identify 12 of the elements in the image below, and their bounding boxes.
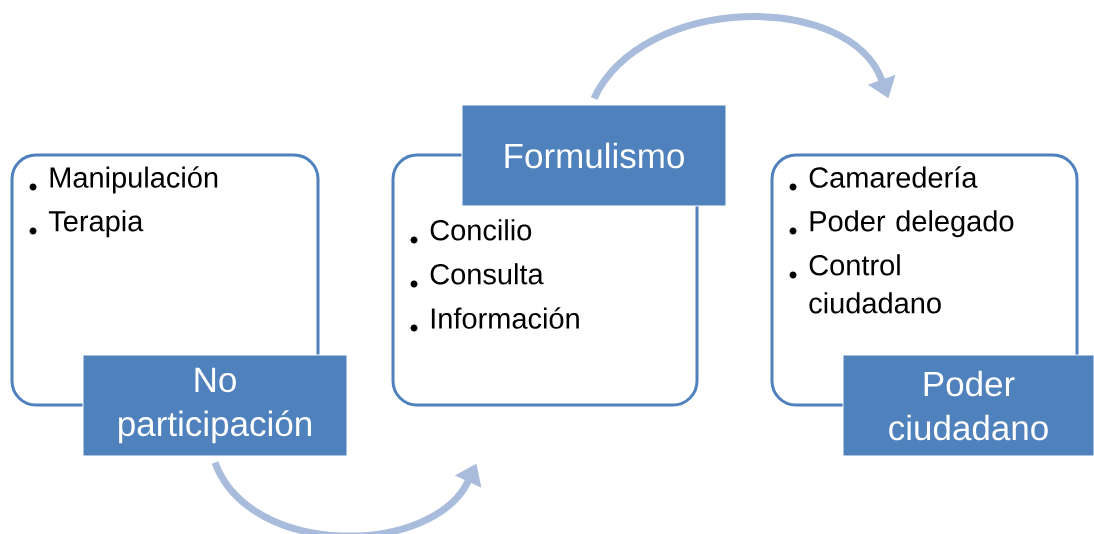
curved-arrow <box>591 13 896 101</box>
title-box: Poder ciudadano <box>842 354 1094 457</box>
title-box: Formulismo <box>461 104 727 207</box>
bullet-item: Terapia <box>48 210 144 238</box>
title-box: No participación <box>82 354 348 457</box>
bullet-item: Consulta <box>430 263 544 285</box>
bullet-item: Control ciudadano <box>809 254 941 314</box>
bullet-item: Camaredería <box>809 166 978 188</box>
bullet-item: Manipulación <box>50 166 218 194</box>
bullet-item: Poder delegado <box>810 210 1014 238</box>
bullet-item: Concilio <box>430 219 532 241</box>
bullet-item: Información <box>431 307 579 329</box>
